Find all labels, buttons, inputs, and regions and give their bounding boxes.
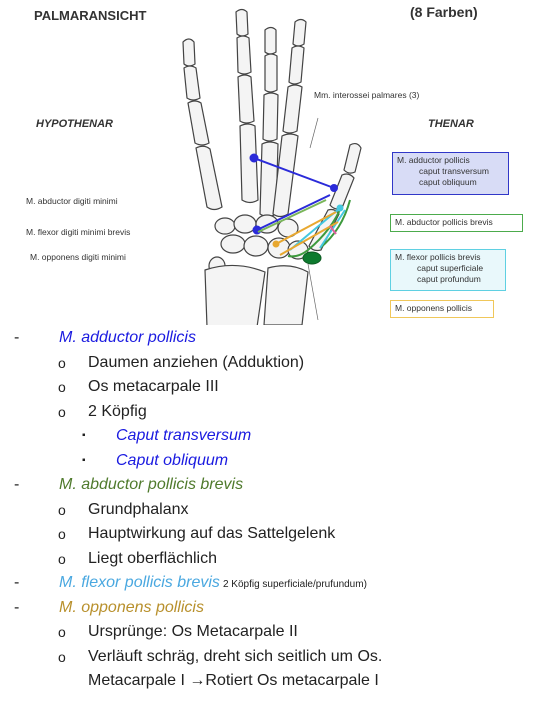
- circle-marker: o: [58, 624, 66, 640]
- dash-marker: -: [14, 476, 20, 493]
- dash-marker: -: [14, 329, 20, 346]
- list-item: o 2 Köpfig: [0, 400, 538, 425]
- list-item: Metacarpale I →Rotiert Os metacarpale I: [0, 669, 538, 694]
- list-item-text: Os metacarpale III: [88, 378, 219, 395]
- list-item: ▪ Caput obliquum: [0, 449, 538, 474]
- hypothenar-label: HYPOTHENAR: [36, 118, 114, 130]
- list-item-text: Caput transversum: [116, 427, 252, 444]
- circle-marker: o: [58, 403, 66, 420]
- abductor-heading: M. abductor pollicis brevis: [59, 476, 244, 493]
- list-item-text: Grundphalanx: [88, 500, 189, 518]
- flexor-note: 2 Köpfig superficiale/prufundum): [222, 579, 367, 590]
- circle-marker: o: [58, 550, 66, 567]
- square-marker: ▪: [82, 454, 86, 466]
- list-item-text: Caput obliquum: [116, 451, 229, 469]
- notes-list: - M. adductor pollicis o Daumen anziehen…: [0, 326, 538, 694]
- interossei-label: Mm. interossei palmares (3): [314, 90, 420, 100]
- hand-skeleton-illustration: [182, 8, 362, 325]
- list-item: - M. adductor pollicis: [0, 326, 538, 351]
- list-item-text: 2 Köpfig: [88, 402, 147, 420]
- list-item: o Grundphalanx: [0, 498, 538, 523]
- box-line: caput obliquum: [419, 177, 477, 187]
- dash-marker: -: [14, 574, 20, 591]
- list-item: o Liegt oberflächlich: [0, 547, 538, 572]
- abductor-pollicis-box: M. abductor pollicis brevis: [390, 214, 523, 232]
- box-title: M. opponens pollicis: [395, 303, 473, 313]
- list-item: o Verläuft schräg, dreht sich seitlich u…: [0, 645, 538, 670]
- adductor-heading: M. adductor pollicis: [59, 329, 196, 346]
- flexor-digiti-minimi-label: M. flexor digiti minimi brevis: [26, 227, 131, 237]
- box-line: caput transversum: [419, 166, 489, 176]
- circle-marker: o: [58, 379, 66, 395]
- thenar-label: THENAR: [428, 118, 474, 130]
- box-title: M. flexor pollicis brevis: [395, 252, 481, 262]
- flexor-heading: M. flexor pollicis brevis: [59, 574, 220, 591]
- box-title: M. adductor pollicis: [397, 155, 470, 165]
- list-item: o Daumen anziehen (Adduktion): [0, 351, 538, 376]
- list-item-text: Daumen anziehen (Adduktion): [88, 353, 305, 371]
- figure-title: PALMARANSICHT: [34, 8, 147, 23]
- square-marker: ▪: [82, 430, 86, 441]
- circle-marker: o: [58, 526, 66, 542]
- circle-marker: o: [58, 354, 66, 371]
- list-item: - M. abductor pollicis brevis: [0, 473, 538, 498]
- list-item-text: Verläuft schräg, dreht sich seitlich um …: [88, 647, 383, 665]
- box-title: M. abductor pollicis brevis: [395, 217, 493, 227]
- list-item-text: Metacarpale I →Rotiert Os metacarpale I: [88, 672, 379, 689]
- adductor-pollicis-box: M. adductor pollicis caput transversum c…: [392, 152, 509, 195]
- list-item-text: Hauptwirkung auf das Sattelgelenk: [88, 525, 336, 542]
- opponens-digiti-minimi-label: M. opponens digiti minimi: [30, 252, 126, 262]
- box-line: caput superficiale: [417, 263, 484, 273]
- circle-marker: o: [58, 648, 66, 665]
- color-count: (8 Farben): [410, 4, 478, 20]
- list-item: - M. opponens pollicis: [0, 596, 538, 621]
- list-item: o Os metacarpale III: [0, 375, 538, 400]
- opponens-heading: M. opponens pollicis: [59, 598, 204, 616]
- list-item: o Ursprünge: Os Metacarpale II: [0, 620, 538, 645]
- flexor-pollicis-box: M. flexor pollicis brevis caput superfic…: [390, 249, 506, 291]
- dash-marker: -: [14, 598, 20, 616]
- list-item: o Hauptwirkung auf das Sattelgelenk: [0, 522, 538, 547]
- box-line: caput profundum: [417, 274, 481, 284]
- list-item-text: Ursprünge: Os Metacarpale II: [88, 623, 298, 640]
- list-item: ▪ Caput transversum: [0, 424, 538, 449]
- abductor-digiti-minimi-label: M. abductor digiti minimi: [26, 196, 118, 206]
- opponens-pollicis-box: M. opponens pollicis: [390, 300, 494, 318]
- circle-marker: o: [58, 501, 66, 518]
- list-item-text: Liegt oberflächlich: [88, 549, 217, 567]
- hand-anatomy-figure: PALMARANSICHT (8 Farben) HYPOTHENAR THEN…: [0, 0, 538, 325]
